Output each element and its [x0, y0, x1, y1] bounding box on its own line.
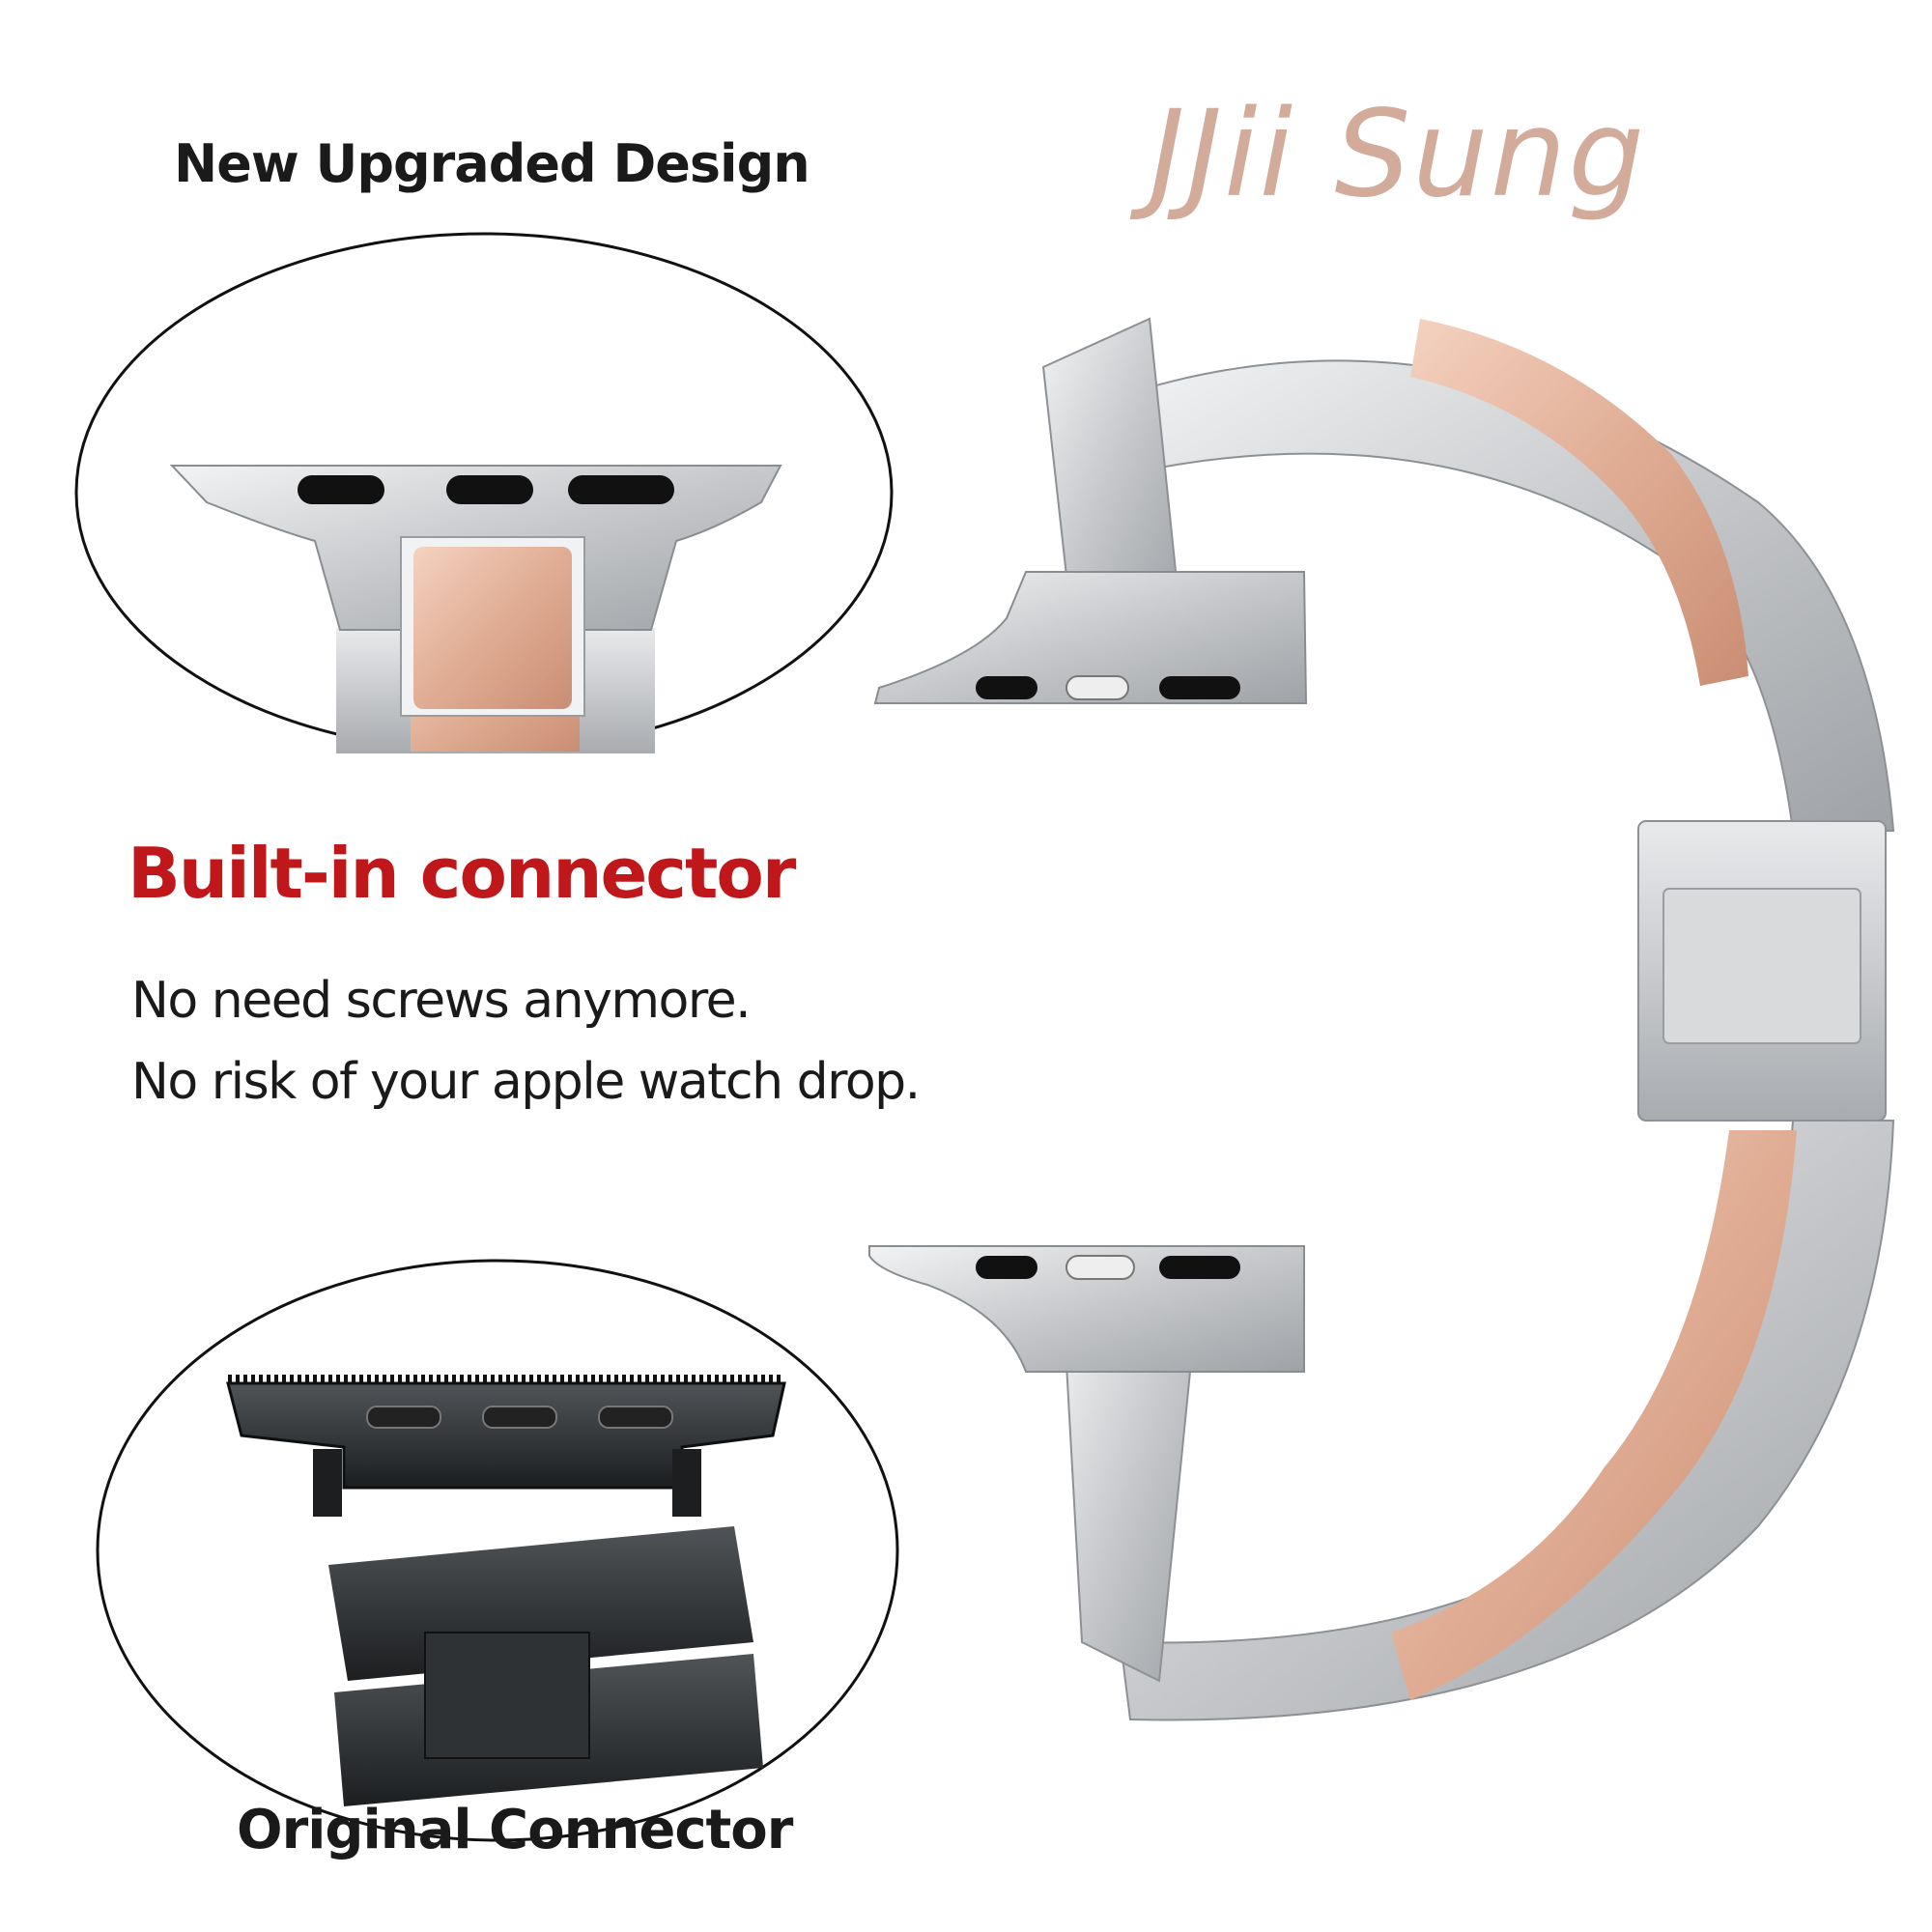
- brand-logo: JJii Sung: [1150, 85, 1647, 224]
- upgraded-design-title: New Upgraded Design: [174, 133, 810, 194]
- built-in-connector-title: Built-in connector: [128, 833, 796, 914]
- original-connector-closeup: [96, 1259, 899, 1842]
- upgraded-connector-closeup: [74, 232, 894, 753]
- description-line-2: No risk of your apple watch drop.: [131, 1053, 921, 1111]
- watch-band: [868, 317, 1895, 1721]
- description-line-1: No need screws anymore.: [131, 972, 752, 1030]
- original-connector-title: Original Connector: [237, 1799, 793, 1861]
